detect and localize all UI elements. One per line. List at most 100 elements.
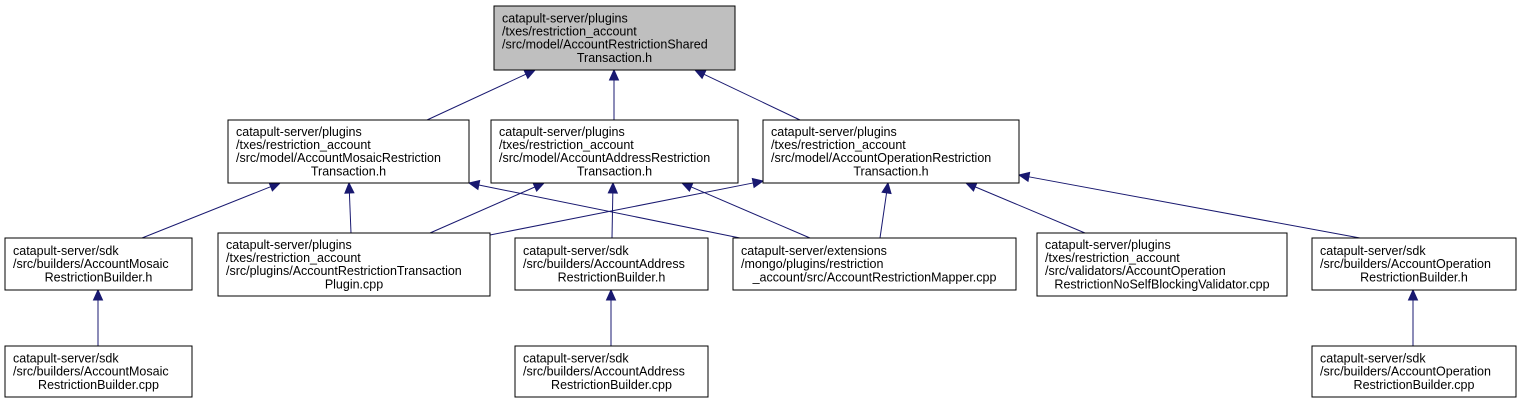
edge-line: [348, 192, 352, 234]
edge-sdk_operation_cpp-to-sdk_operation_h: [1407, 288, 1419, 346]
node-box: [227, 119, 470, 184]
node-label-line: RestrictionBuilder.h: [558, 270, 666, 284]
edge-mapper_cpp-to-operation_h: [879, 181, 892, 239]
edges-layer: [92, 68, 1419, 346]
edge-line: [426, 73, 527, 121]
node-label-line: RestrictionBuilder.cpp: [1354, 378, 1475, 392]
node-mapper-cpp[interactable]: catapult-server/extensions/mongo/plugins…: [732, 237, 1017, 291]
node-label-line: /src/model/AccountMosaicRestriction: [236, 151, 441, 165]
node-box: [1311, 345, 1517, 398]
node-box: [4, 345, 193, 398]
node-box: [493, 5, 736, 71]
node-box: [490, 119, 739, 184]
node-label-line: /txes/restriction_account: [499, 138, 634, 152]
arrowhead-icon: [268, 181, 282, 192]
edge-line: [690, 186, 811, 239]
arrowhead-icon: [881, 181, 892, 195]
node-label-line: Transaction.h: [853, 164, 928, 178]
node-label-line: Transaction.h: [577, 51, 652, 65]
edge-mosaic_h-to-shared_h: [426, 69, 537, 121]
nodes-layer: catapult-server/plugins/txes/restriction…: [4, 5, 1517, 398]
node-label-line: /src/builders/AccountMosaic: [13, 257, 169, 271]
node-label-line: /src/builders/AccountOperation: [1320, 365, 1491, 379]
node-label-line: catapult-server/sdk: [13, 244, 119, 258]
node-label-line: catapult-server/plugins: [236, 125, 362, 139]
node-box: [1311, 237, 1517, 291]
edge-line: [703, 73, 801, 121]
edge-plugin_cpp-to-operation_h: [489, 177, 765, 236]
node-address-h[interactable]: catapult-server/plugins/txes/restriction…: [490, 119, 739, 184]
node-label-line: /txes/restriction_account: [226, 251, 361, 265]
arrowhead-icon: [608, 68, 620, 81]
node-box: [762, 119, 1020, 184]
node-label-line: catapult-server/sdk: [1320, 244, 1426, 258]
node-label-line: /src/model/AccountAddressRestriction: [499, 151, 710, 165]
node-label-line: catapult-server/plugins: [499, 125, 625, 139]
node-operation-h[interactable]: catapult-server/plugins/txes/restriction…: [762, 119, 1020, 184]
edge-line: [975, 186, 1086, 234]
arrowhead-icon: [532, 182, 546, 193]
edge-sdk_operation_h-to-operation_h: [1017, 171, 1361, 239]
node-sdk-mosaic-h[interactable]: catapult-server/sdk/src/builders/Account…: [4, 237, 193, 291]
node-sdk-mosaic-cpp[interactable]: catapult-server/sdk/src/builders/Account…: [4, 345, 193, 398]
arrowhead-icon: [964, 182, 978, 192]
node-label-line: catapult-server/sdk: [523, 244, 629, 258]
arrowhead-icon: [1407, 288, 1419, 301]
node-label-line: catapult-server/extensions: [741, 244, 887, 258]
edge-mapper_cpp-to-address_h: [680, 182, 811, 239]
arrowhead-icon: [467, 179, 481, 191]
edge-plugin_cpp-to-address_h: [429, 182, 546, 234]
node-label-line: catapult-server/sdk: [1320, 351, 1426, 365]
edge-line: [879, 192, 888, 239]
node-label-line: catapult-server/plugins: [771, 125, 897, 139]
arrowhead-icon: [680, 182, 694, 192]
node-label-line: Transaction.h: [577, 164, 652, 178]
node-box: [514, 237, 709, 291]
edge-validator_cpp-to-operation_h: [964, 182, 1086, 234]
node-sdk-operation-cpp[interactable]: catapult-server/sdk/src/builders/Account…: [1311, 345, 1517, 398]
node-label-line: /src/plugins/AccountRestrictionTransacti…: [226, 264, 462, 278]
node-sdk-address-h[interactable]: catapult-server/sdk/src/builders/Account…: [514, 237, 709, 291]
edge-mapper_cpp-to-mosaic_h: [467, 179, 741, 239]
arrowhead-icon: [523, 69, 537, 80]
node-box: [732, 237, 1017, 291]
node-label-line: /mongo/plugins/restriction: [741, 257, 883, 271]
node-label-line: /src/model/AccountOperationRestriction: [771, 151, 991, 165]
node-label-line: catapult-server/sdk: [523, 351, 629, 365]
arrowhead-icon: [92, 288, 104, 301]
edge-operation_h-to-shared_h: [693, 69, 801, 121]
edge-sdk_mosaic_cpp-to-sdk_mosaic_h: [92, 288, 104, 346]
node-validator-cpp[interactable]: catapult-server/plugins/txes/restriction…: [1036, 232, 1288, 297]
edge-sdk_mosaic_h-to-mosaic_h: [141, 181, 282, 239]
node-label-line: /src/validators/AccountOperation: [1045, 264, 1226, 278]
node-box: [514, 345, 709, 398]
node-label-line: RestrictionNoSelfBlockingValidator.cpp: [1054, 277, 1269, 291]
arrowhead-icon: [607, 181, 619, 194]
node-label-line: /src/model/AccountRestrictionShared: [502, 38, 708, 52]
edge-line: [1028, 176, 1361, 239]
edge-line: [611, 192, 614, 239]
node-label-line: /src/builders/AccountOperation: [1320, 257, 1491, 271]
node-plugin-cpp[interactable]: catapult-server/plugins/txes/restriction…: [217, 232, 491, 297]
node-shared-h[interactable]: catapult-server/plugins/txes/restriction…: [493, 5, 736, 71]
node-label-line: catapult-server/sdk: [13, 351, 119, 365]
node-sdk-operation-h[interactable]: catapult-server/sdk/src/builders/Account…: [1311, 237, 1517, 291]
node-mosaic-h[interactable]: catapult-server/plugins/txes/restriction…: [227, 119, 470, 184]
arrowhead-icon: [693, 69, 707, 80]
node-label-line: catapult-server/plugins: [502, 11, 628, 25]
node-sdk-address-cpp[interactable]: catapult-server/sdk/src/builders/Account…: [514, 345, 709, 398]
node-label-line: catapult-server/plugins: [226, 238, 352, 252]
node-label-line: /txes/restriction_account: [236, 138, 371, 152]
arrowhead-icon: [1017, 171, 1031, 183]
node-label-line: RestrictionBuilder.cpp: [551, 378, 672, 392]
node-label-line: /txes/restriction_account: [502, 25, 637, 39]
edge-sdk_address_cpp-to-sdk_address_h: [605, 288, 617, 346]
edge-address_h-to-shared_h: [608, 68, 620, 120]
arrowhead-icon: [751, 177, 765, 189]
arrowhead-icon: [344, 181, 355, 194]
node-label-line: /src/builders/AccountMosaic: [13, 365, 169, 379]
edge-line: [489, 182, 754, 236]
node-label-line: RestrictionBuilder.h: [1360, 270, 1468, 284]
node-label-line: _account/src/AccountRestrictionMapper.cp…: [752, 270, 997, 284]
